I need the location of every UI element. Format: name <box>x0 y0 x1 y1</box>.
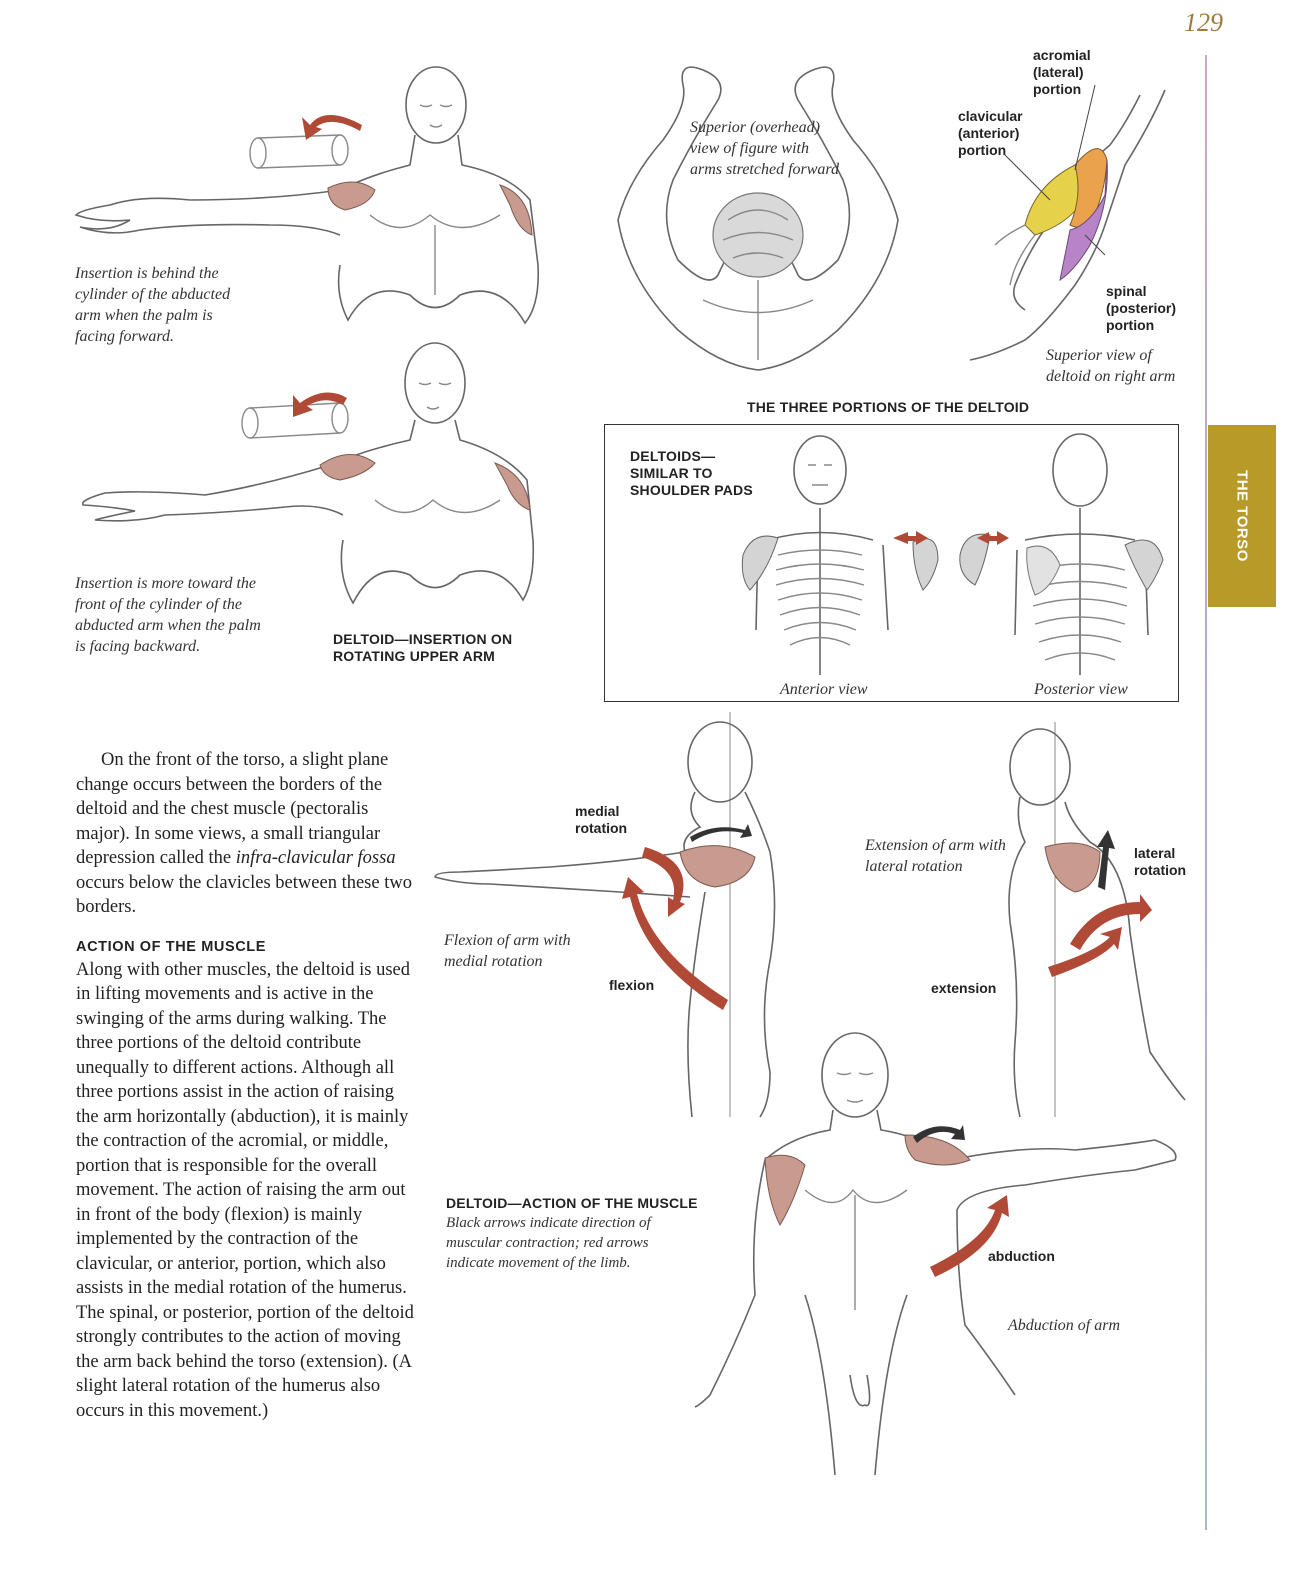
spinal-label-line-3: portion <box>1106 317 1155 333</box>
box-title-line-3: SHOULDER PADS <box>630 482 753 498</box>
shoulder-pads-box <box>604 424 1179 702</box>
page-number: 129 <box>1184 8 1223 37</box>
movement-arrow <box>893 531 928 545</box>
movement-arrow <box>977 531 1009 545</box>
infra-clavicular-term: infra-clavicular fossa <box>235 848 396 868</box>
acromial-label-line-1: acromial <box>1033 47 1091 63</box>
spinal-label: spinal (posterior) portion <box>1106 283 1176 334</box>
movement-arrow <box>1048 927 1122 977</box>
clavicular-label-line-2: (anterior) <box>958 125 1020 141</box>
movement-arrow <box>293 392 347 417</box>
extension-caption-line-2: lateral rotation <box>865 858 963 875</box>
overhead-caption: Superior (overhead) view of figure with … <box>690 117 839 180</box>
rotating-title-line-2: ROTATING UPPER ARM <box>333 648 496 664</box>
extension-label: extension <box>931 980 997 996</box>
extension-caption-line-1: Extension of arm with <box>865 837 1006 854</box>
lateral-rotation-label: lateral rotation <box>1134 845 1186 879</box>
movement-arrow <box>622 877 728 1010</box>
spinal-label-line-1: spinal <box>1106 283 1147 299</box>
skeleton-posterior-illustration <box>959 433 1164 675</box>
acromial-label-line-2: (lateral) <box>1033 64 1084 80</box>
arm-backward-caption: Insertion is more toward the front of th… <box>75 575 261 655</box>
superior-view-line-1: Superior view of <box>1046 347 1152 364</box>
rotating-arm-title: DELTOID—INSERTION ON ROTATING UPPER ARM <box>333 631 512 665</box>
flexion-label: flexion <box>609 977 655 993</box>
section-tab: THE TORSO <box>1208 425 1276 607</box>
action-muscle-caption: Black arrows indicate direction of muscu… <box>446 1213 651 1273</box>
paragraph-infra-clavicular: On the front of the torso, a slight plan… <box>76 748 421 920</box>
extension-illustration <box>1008 722 1186 1118</box>
superior-view-line-2: deltoid on right arm <box>1046 368 1176 385</box>
movement-arrow <box>1070 894 1152 950</box>
medial-rotation-line-1: medial <box>575 803 620 819</box>
three-portions-title: THE THREE PORTIONS OF THE DELTOID <box>747 399 1030 415</box>
body-text-column: On the front of the torso, a slight plan… <box>76 748 421 1423</box>
rotating-title-line-1: DELTOID—INSERTION ON <box>333 631 513 647</box>
movement-arrow <box>930 1195 1009 1277</box>
box-title-line-2: SIMILAR TO <box>630 465 713 481</box>
lateral-rotation-line-1: lateral <box>1134 845 1176 861</box>
clavicular-label: clavicular (anterior) portion <box>958 108 1023 159</box>
action-caption-line-2: muscular contraction; red arrows <box>446 1235 649 1251</box>
section-heading: ACTION OF THE MUSCLE <box>76 938 267 955</box>
action-caption-line-1: Black arrows indicate direction of <box>446 1215 651 1231</box>
acromial-label-line-3: portion <box>1033 81 1082 97</box>
paragraph-1-part-1: On the front of the torso, a slight plan… <box>76 750 389 868</box>
acromial-label: acromial (lateral) portion <box>1033 47 1091 98</box>
overhead-view-illustration <box>617 66 899 371</box>
deltoid-portions-illustration <box>969 84 1166 361</box>
section-tab-label: THE TORSO <box>1233 470 1251 562</box>
posterior-view-caption: Posterior view <box>1034 681 1128 698</box>
arm-palm-backward-illustration <box>81 342 535 605</box>
abduction-label: abduction <box>988 1248 1055 1264</box>
box-title-line-1: DELTOIDS— <box>630 448 716 464</box>
extension-caption: Extension of arm with lateral rotation <box>865 835 1006 877</box>
spinal-label-line-2: (posterior) <box>1106 300 1176 316</box>
overhead-caption-line-1: Superior (overhead) <box>690 119 820 136</box>
clavicular-label-line-1: clavicular <box>958 108 1023 124</box>
side-rule <box>1205 55 1207 1530</box>
superior-view-caption: Superior view of deltoid on right arm <box>1046 345 1175 387</box>
flexion-caption-line-2: medial rotation <box>444 953 543 970</box>
flexion-illustration <box>434 712 776 1118</box>
movement-arrow <box>642 847 685 917</box>
arm-palm-forward-illustration <box>74 66 540 325</box>
movement-arrow <box>302 115 362 140</box>
abduction-caption: Abduction of arm <box>1008 1317 1120 1334</box>
abduction-illustration <box>694 1032 1177 1476</box>
flexion-caption: Flexion of arm with medial rotation <box>444 930 571 972</box>
paragraph-1-part-2: occurs below the clavicles between these… <box>76 872 412 918</box>
skeleton-anterior-illustration <box>741 435 939 675</box>
action-caption-line-3: indicate movement of the limb. <box>446 1255 631 1271</box>
action-muscle-title: DELTOID—ACTION OF THE MUSCLE <box>446 1195 698 1211</box>
paragraph-action: Along with other muscles, the deltoid is… <box>76 959 414 1421</box>
lateral-rotation-line-2: rotation <box>1134 862 1187 878</box>
medial-rotation-label: medial rotation <box>575 803 627 837</box>
clavicular-label-line-3: portion <box>958 142 1007 158</box>
overhead-caption-line-2: view of figure with <box>690 140 809 157</box>
medial-rotation-line-2: rotation <box>575 820 628 836</box>
spinal-portion <box>1059 159 1108 282</box>
arm-forward-caption: Insertion is behind the cylinder of the … <box>75 265 231 345</box>
anterior-view-caption: Anterior view <box>780 681 868 698</box>
flexion-caption-line-1: Flexion of arm with <box>444 932 571 949</box>
overhead-caption-line-3: arms stretched forward <box>690 161 840 178</box>
box-title: DELTOIDS— SIMILAR TO SHOULDER PADS <box>630 448 753 499</box>
